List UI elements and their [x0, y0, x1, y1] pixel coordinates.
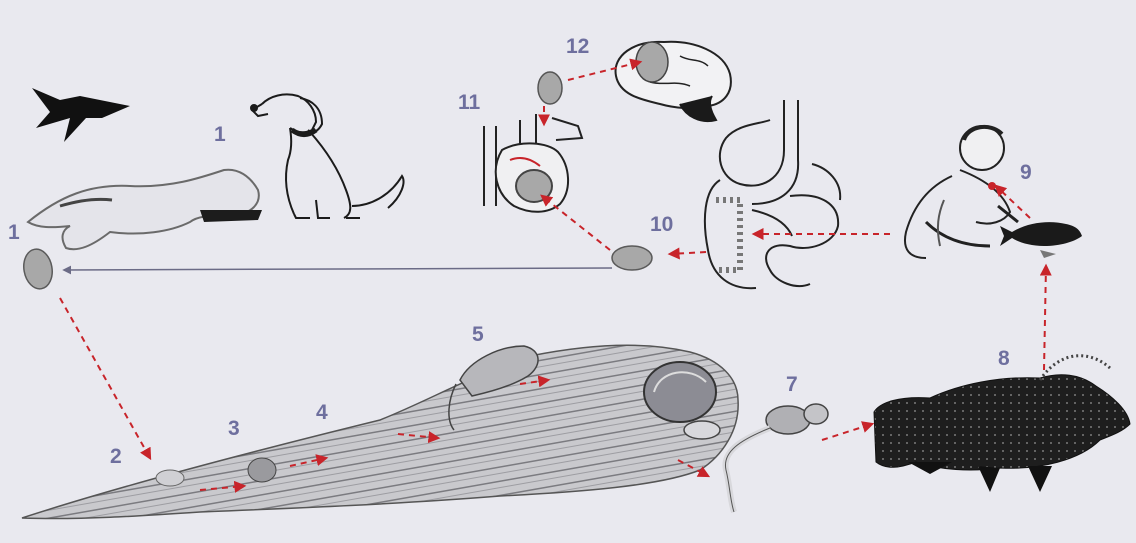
- stage-label-1-dog: 1: [214, 124, 226, 145]
- stage-label-7: 7: [786, 374, 798, 395]
- stage-label-8: 8: [998, 348, 1010, 369]
- stage-label-11: 11: [458, 92, 480, 113]
- stage-label-3: 3: [228, 418, 240, 439]
- stage-label-10: 10: [650, 214, 673, 235]
- stage-label-1-cat: 1: [8, 222, 20, 243]
- stage-label-4: 4: [316, 402, 328, 423]
- egg-stage-10: [612, 246, 652, 270]
- stage-label-9: 9: [1020, 162, 1032, 183]
- egg-stage-11: [538, 72, 562, 104]
- stage-label-2: 2: [110, 446, 122, 467]
- stage-label-5: 5: [472, 324, 484, 345]
- stage-label-12: 12: [566, 36, 589, 57]
